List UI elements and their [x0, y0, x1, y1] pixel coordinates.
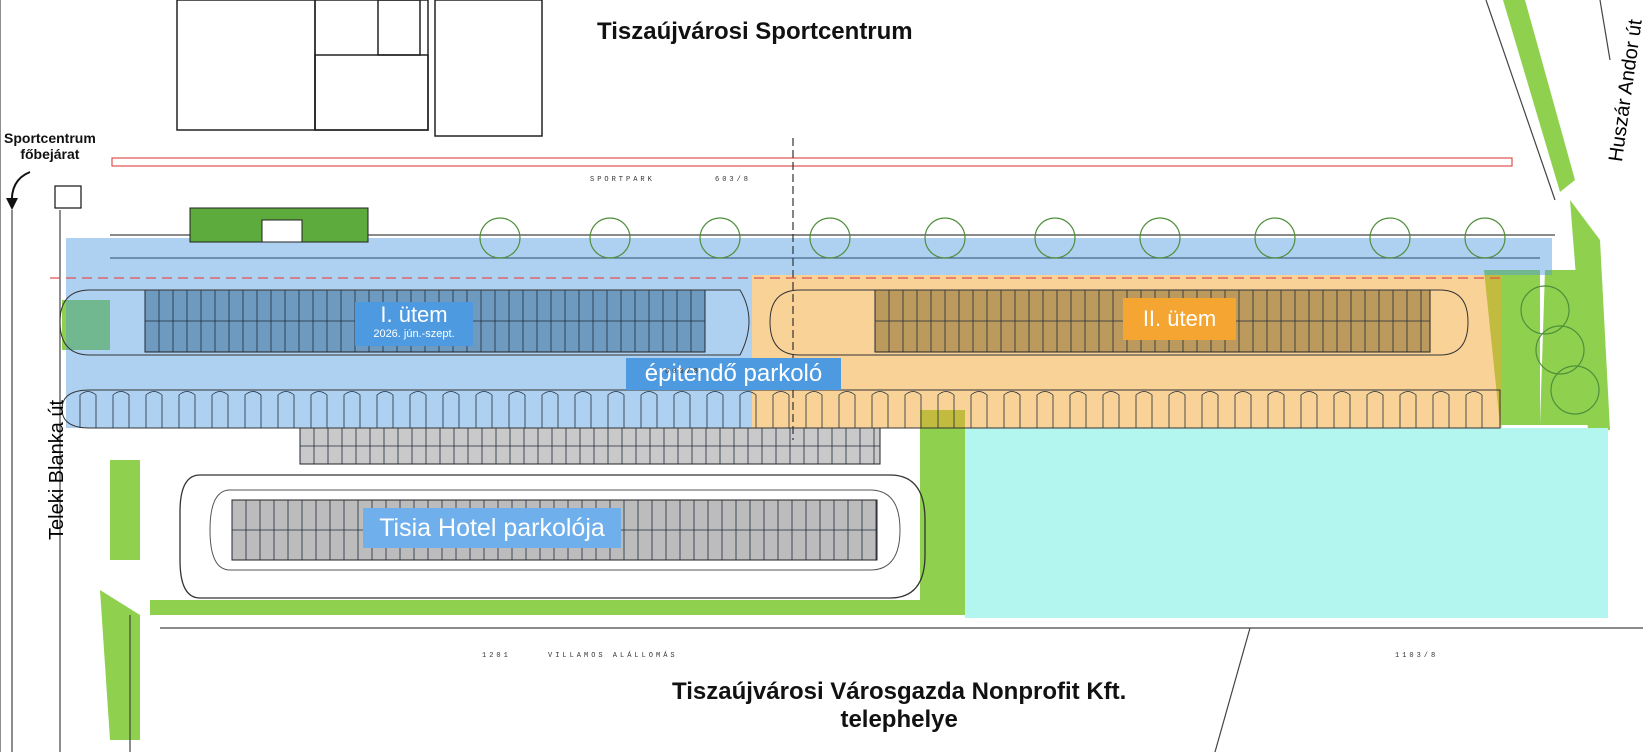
phase2-label: II. ütem — [1123, 298, 1236, 340]
dimension-line — [50, 138, 1513, 440]
phase1-dates: 2026. jún.-szept. — [373, 328, 455, 340]
building-1 — [176, 0, 316, 131]
street-label-teleki: Teleki Blanka út — [46, 399, 68, 540]
phase2-loop — [769, 289, 1469, 356]
small-structure — [54, 185, 82, 209]
building-2 — [314, 0, 429, 131]
bottom-title-line2: telephelye — [840, 706, 958, 733]
phase1-label: I. ütem 2026. jún.-szept. — [355, 302, 473, 346]
title-varosgazda: Tiszaújvárosi Városgazda Nonprofit Kft. … — [672, 678, 1126, 734]
building-3 — [434, 0, 543, 137]
entrance-line1: Sportcentrum — [4, 130, 96, 146]
cyan-lot — [965, 428, 1608, 618]
survey-right-num: 1103/8 — [1395, 652, 1439, 660]
survey-sportpark-num: 603/8 — [715, 176, 752, 184]
title-sportcentrum: Tiszaújvárosi Sportcentrum — [597, 18, 913, 45]
entrance-line2: főbejárat — [20, 146, 80, 162]
trees — [479, 217, 1600, 415]
entrance-label: Sportcentrum főbejárat — [4, 130, 96, 162]
bottom-title-line1: Tiszaújvárosi Városgazda Nonprofit Kft. — [672, 678, 1127, 705]
survey-villamos-num: 1201 — [482, 652, 511, 660]
survey-mid-num: 603/8 — [665, 368, 702, 376]
hotel-parking-label: Tisia Hotel parkolója — [363, 508, 621, 548]
hotel-ring-road — [179, 474, 926, 599]
survey-sportpark: SPORTPARK — [590, 176, 655, 184]
planned-parking-label: épitendő parkoló — [626, 358, 841, 390]
phase1-loop — [59, 289, 750, 356]
hotel-inner-ring — [209, 489, 901, 571]
phase1-title: I. ütem — [380, 302, 448, 327]
survey-villamos: VILLAMOS ALÁLLOMÁS — [548, 652, 678, 660]
buildings — [176, 0, 543, 137]
lower-row-loop — [61, 389, 1501, 429]
